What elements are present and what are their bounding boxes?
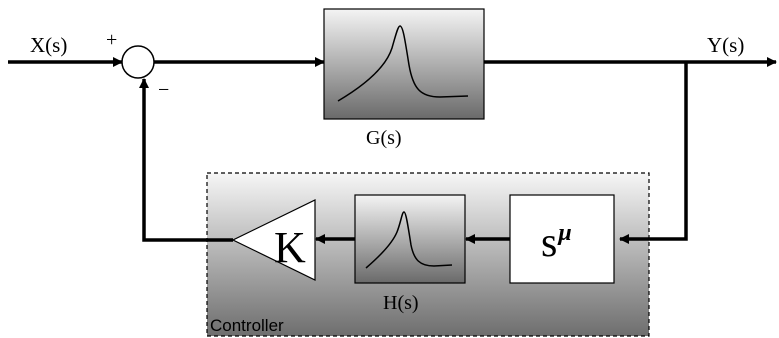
plant-resonance-icon (337, 25, 469, 102)
filter-resonance-icon (365, 211, 453, 269)
fractional-operator-block (509, 194, 615, 284)
fractional-operator-label: sμ (541, 220, 572, 266)
feedback-pickoff-line (619, 62, 688, 244)
input-signal-label: X(s) (30, 33, 67, 57)
gain-block (231, 199, 316, 281)
minus-sign: − (158, 79, 169, 101)
fractional-operator-exponent: μ (556, 220, 571, 246)
feedback-return-line (139, 78, 233, 242)
summing-junction (121, 45, 155, 79)
plant-block (323, 8, 485, 120)
controller-label: Controller (210, 316, 284, 335)
plus-sign: + (106, 29, 117, 51)
gain-label: K (274, 223, 306, 272)
output-signal-label: Y(s) (707, 33, 744, 57)
plant-label: G(s) (366, 127, 402, 149)
filter-label: H(s) (383, 292, 419, 314)
fractional-operator-base: s (541, 220, 557, 266)
